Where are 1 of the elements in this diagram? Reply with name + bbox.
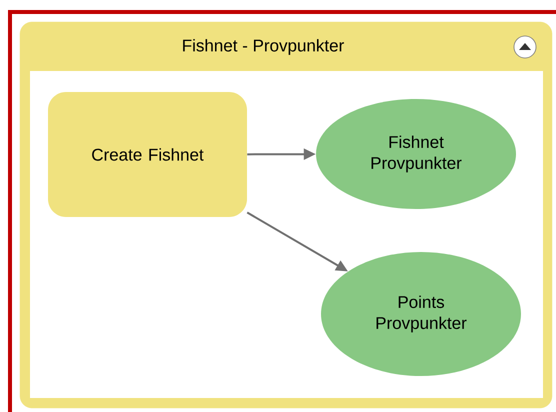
tool-box: Create Fishnet: [48, 92, 247, 217]
